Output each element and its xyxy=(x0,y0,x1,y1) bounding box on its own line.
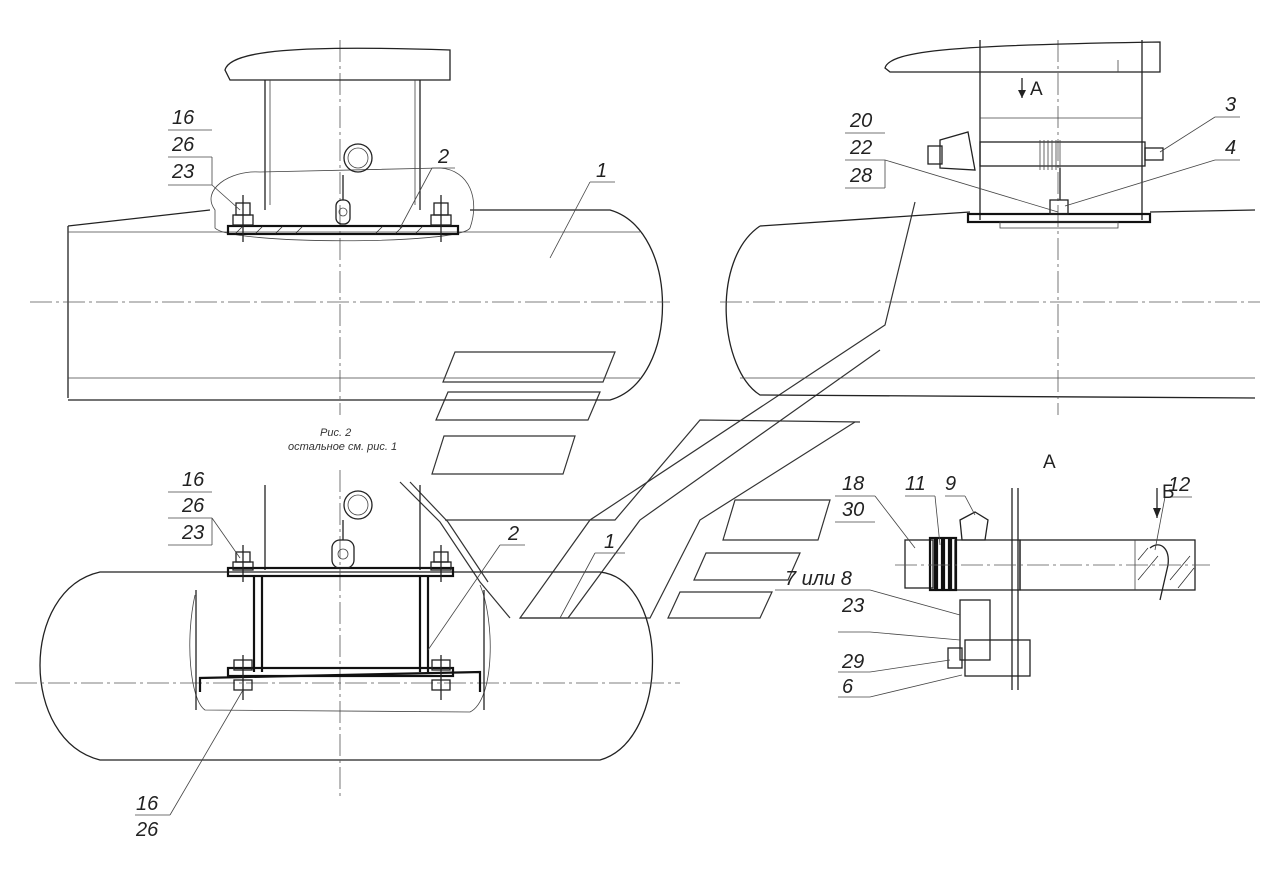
caption-line-2: остальное см. рис. 1 xyxy=(288,441,397,453)
label-28: 28 xyxy=(849,165,872,187)
label-12: 12 xyxy=(1168,474,1190,496)
label-22: 22 xyxy=(849,137,872,159)
label-16-bottom: 16 xyxy=(136,793,159,815)
label-1-top-left: 1 xyxy=(596,160,607,182)
label-4: 4 xyxy=(1225,137,1236,159)
view-b-marker: Б xyxy=(1162,482,1174,503)
label-26-bottom-left: 26 xyxy=(181,495,205,517)
label-26-bottom: 26 xyxy=(135,819,159,841)
label-2-bottom-left: 2 xyxy=(507,523,519,545)
labels: 16 26 23 2 1 20 22 28 3 4 А Рис. 2 остал… xyxy=(135,79,1236,841)
watermark-logo xyxy=(399,201,916,619)
label-7-or-8: 7 или 8 xyxy=(785,568,852,590)
top-left-view xyxy=(30,40,670,415)
detail-a-view xyxy=(895,488,1210,690)
label-6: 6 xyxy=(842,676,854,698)
label-23-detail: 23 xyxy=(841,595,864,617)
label-16-bottom-left: 16 xyxy=(182,469,205,491)
label-1-bottom-left: 1 xyxy=(604,531,615,553)
label-23-bottom-left: 23 xyxy=(181,522,204,544)
label-11: 11 xyxy=(905,473,926,495)
top-right-view xyxy=(720,40,1260,415)
label-18: 18 xyxy=(842,473,864,495)
view-a-title: А xyxy=(1043,452,1056,473)
label-16-top-left: 16 xyxy=(172,107,195,129)
label-26-top-left: 26 xyxy=(171,134,195,156)
label-9: 9 xyxy=(945,473,956,495)
label-20: 20 xyxy=(849,110,872,132)
label-29: 29 xyxy=(841,651,864,673)
leader-lines xyxy=(135,116,1240,816)
label-2-top-left: 2 xyxy=(437,146,449,168)
caption-line-1: Рис. 2 xyxy=(320,427,351,439)
label-30: 30 xyxy=(842,499,864,521)
view-a-marker: А xyxy=(1030,79,1043,100)
label-3: 3 xyxy=(1225,94,1236,116)
label-23-top-left: 23 xyxy=(171,161,194,183)
bottom-left-view xyxy=(15,470,680,800)
